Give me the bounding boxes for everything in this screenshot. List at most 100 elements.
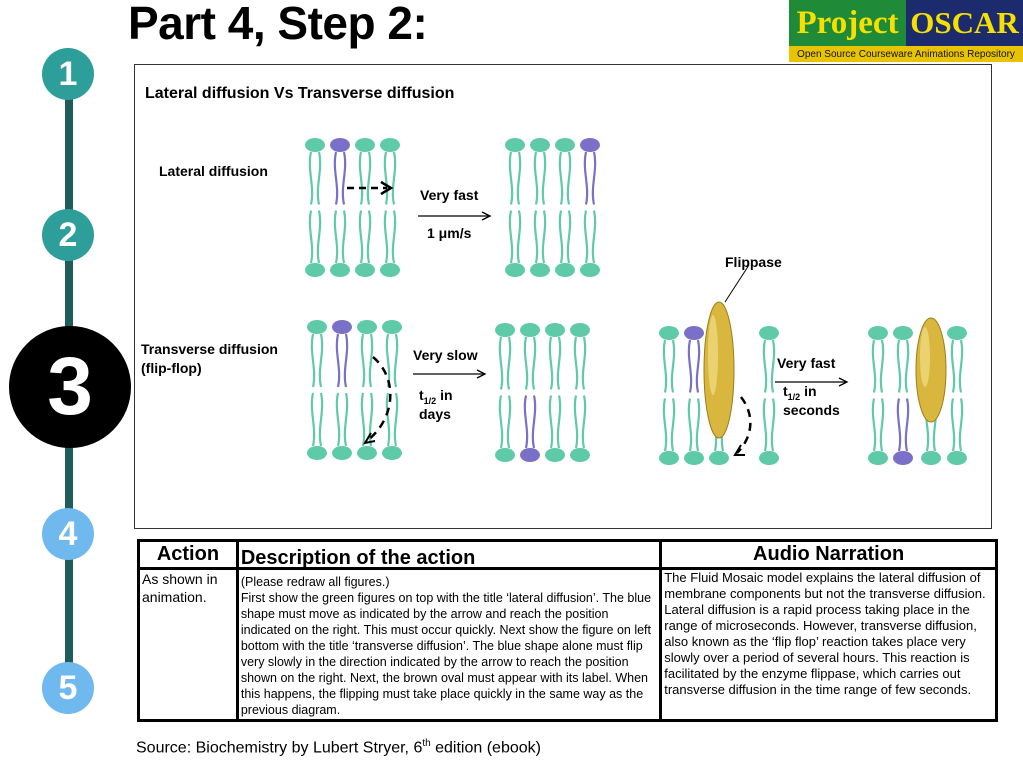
lipid-tail bbox=[316, 151, 322, 205]
action-table: Action Description of the action Audio N… bbox=[137, 539, 998, 722]
transverse-half-life-label: t1/2 in bbox=[419, 387, 453, 406]
lipid-tail bbox=[558, 210, 564, 264]
source-sup: th bbox=[422, 738, 431, 749]
lipid-tail bbox=[335, 392, 341, 447]
lipid-tail bbox=[879, 339, 885, 393]
lipid-tail bbox=[573, 336, 579, 390]
lipid-head bbox=[355, 263, 375, 277]
lipid-head bbox=[659, 451, 679, 465]
lipid-tail bbox=[687, 398, 693, 452]
lipid-head bbox=[330, 263, 350, 277]
lipid-head bbox=[580, 263, 600, 277]
lipid-tail bbox=[316, 210, 322, 264]
lipid-tail bbox=[360, 392, 366, 447]
lipid-tail bbox=[541, 210, 547, 264]
logo-part-project: Project bbox=[789, 0, 906, 46]
lipid-tail bbox=[762, 398, 768, 452]
lipid-head bbox=[530, 263, 550, 277]
step-1[interactable]: 1 bbox=[42, 48, 94, 100]
lipid-tail bbox=[308, 210, 314, 264]
lipid-tail bbox=[516, 151, 522, 205]
lipid-tail bbox=[871, 339, 877, 393]
membrane-diagram bbox=[305, 138, 967, 465]
slide-title: Part 4, Step 2: bbox=[128, 0, 428, 49]
diagram-heading: Lateral diffusion Vs Transverse diffusio… bbox=[145, 85, 455, 102]
step-4[interactable]: 4 bbox=[42, 508, 94, 560]
description-header: Description of the action bbox=[235, 539, 663, 570]
t-subscript: 1/2 bbox=[423, 395, 437, 406]
lipid-head bbox=[709, 451, 729, 465]
lipid-tail bbox=[341, 210, 347, 264]
lipid-tail bbox=[333, 210, 339, 264]
lipid-head bbox=[555, 138, 575, 152]
lipid-head bbox=[505, 138, 525, 152]
lipid-tail bbox=[391, 151, 397, 205]
step-4-label: 4 bbox=[58, 514, 78, 553]
flippase-highlight bbox=[708, 315, 718, 395]
lipid-tail bbox=[695, 398, 701, 452]
lipid-tail bbox=[333, 151, 339, 205]
lateral-speed-label: Very fast bbox=[420, 187, 479, 203]
lipid-tail bbox=[523, 336, 529, 390]
lipid-tail bbox=[591, 151, 597, 205]
lipid-head bbox=[380, 263, 400, 277]
audio-narration-header: Audio Narration bbox=[659, 539, 998, 570]
lipid-tail bbox=[368, 333, 374, 388]
action-cell: As shown in animation. bbox=[137, 567, 239, 722]
dashed-flip-arrow bbox=[366, 356, 392, 442]
lipid-head bbox=[505, 263, 525, 277]
step-1-label: 1 bbox=[58, 54, 78, 93]
lipid-head bbox=[530, 138, 550, 152]
lipid-head bbox=[759, 451, 779, 465]
lipid-head bbox=[307, 446, 327, 460]
lipid-tail bbox=[310, 333, 316, 388]
lipid-head bbox=[893, 326, 913, 340]
lipid-head bbox=[684, 451, 704, 465]
lipid-tail bbox=[310, 392, 316, 447]
source-prefix: Source: Biochemistry by Lubert Stryer, 6 bbox=[136, 739, 423, 757]
lipid-head bbox=[921, 451, 941, 465]
lipid-head bbox=[659, 326, 679, 340]
dashed-arrow-head bbox=[362, 432, 376, 445]
t-symbol: t bbox=[783, 383, 788, 399]
lipid-tail bbox=[541, 151, 547, 205]
lipid-tail bbox=[366, 151, 372, 205]
lipid-tail bbox=[533, 151, 539, 205]
t-symbol: t bbox=[419, 387, 424, 403]
flippase-highlight bbox=[920, 327, 930, 387]
lipid-tail bbox=[958, 398, 964, 452]
lipid-head bbox=[759, 326, 779, 340]
step-3-current[interactable]: 3 bbox=[9, 326, 131, 448]
step-5[interactable]: 5 bbox=[42, 662, 94, 714]
lipid-head bbox=[382, 446, 402, 460]
arrow-head bbox=[481, 211, 492, 221]
step-2-label: 2 bbox=[58, 215, 78, 254]
lipid-head bbox=[555, 263, 575, 277]
lipid-tail bbox=[343, 333, 349, 388]
lipid-tail bbox=[958, 339, 964, 393]
lipid-tail bbox=[591, 210, 597, 264]
lipid-tail bbox=[385, 333, 391, 388]
lipid-tail bbox=[393, 333, 399, 388]
lipid-tail bbox=[583, 151, 589, 205]
arrow-head bbox=[838, 377, 849, 387]
blue-lipid-head bbox=[520, 448, 540, 462]
lipid-tail bbox=[762, 339, 768, 393]
lipid-tail bbox=[523, 395, 529, 449]
blue-lipid-head bbox=[684, 326, 704, 340]
dashed-flip-arrow bbox=[736, 396, 752, 454]
lipid-tail bbox=[531, 395, 537, 449]
lipid-head bbox=[868, 451, 888, 465]
lipid-tail bbox=[393, 392, 399, 447]
lateral-diffusion-label: Lateral diffusion bbox=[159, 163, 268, 179]
lipid-head bbox=[355, 138, 375, 152]
blue-lipid-head bbox=[580, 138, 600, 152]
lateral-rate-label: 1 μm/s bbox=[427, 225, 472, 241]
lipid-head bbox=[307, 320, 327, 334]
lipid-tail bbox=[770, 398, 776, 452]
audio-narration-cell: The Fluid Mosaic model explains the late… bbox=[659, 567, 998, 722]
lipid-tail bbox=[318, 333, 324, 388]
lipid-tail bbox=[871, 398, 877, 452]
flippase-speed-label: Very fast bbox=[777, 355, 836, 371]
step-2[interactable]: 2 bbox=[42, 209, 94, 261]
